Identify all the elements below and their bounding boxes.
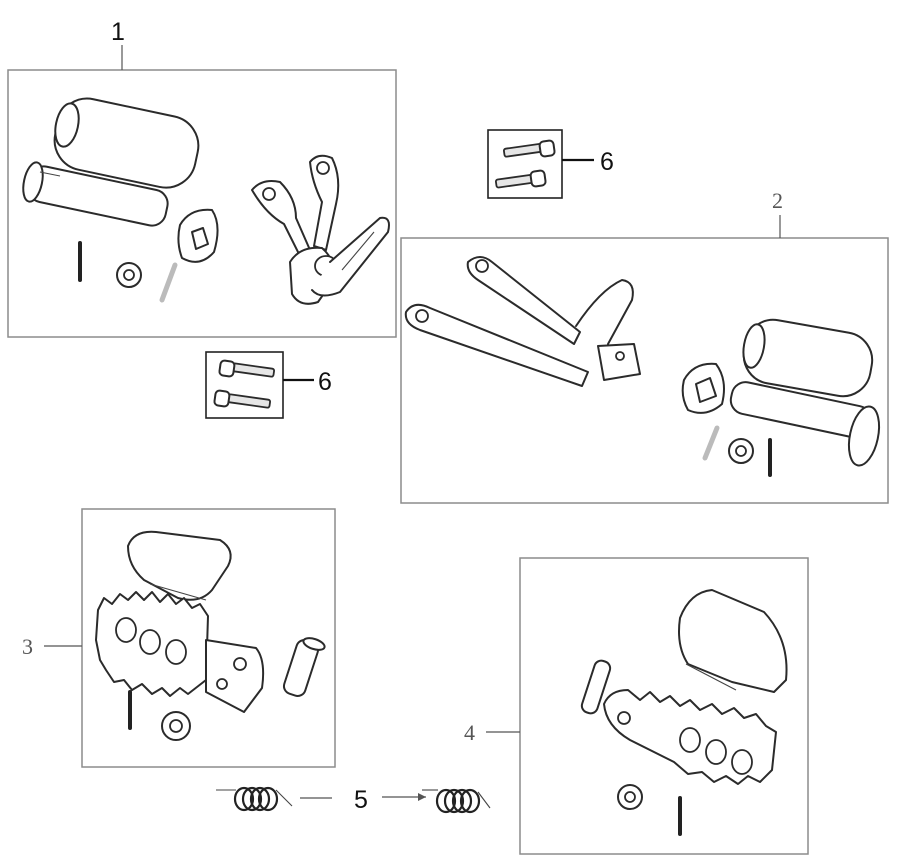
bolt-icon xyxy=(218,359,275,378)
bushing-icon xyxy=(681,362,725,414)
assembly-2-frame xyxy=(400,237,889,504)
callout-3: 3 xyxy=(22,634,33,659)
washer-icon xyxy=(116,262,142,288)
footpeg-icon xyxy=(95,591,265,713)
rubber-pad-icon xyxy=(127,530,232,601)
pivot-pin-icon xyxy=(580,659,612,715)
torsion-spring-icon xyxy=(216,786,293,812)
assembly-4 xyxy=(486,557,809,855)
assembly-1-frame xyxy=(7,69,397,338)
assembly-4-frame xyxy=(519,557,809,855)
bolt-icon xyxy=(494,169,547,189)
assembly-2 xyxy=(400,215,889,504)
washer-icon xyxy=(728,438,754,464)
callout-2: 2 xyxy=(772,188,783,213)
washer-icon xyxy=(617,784,643,810)
callout-1: 1 xyxy=(111,18,125,46)
assembly-6-upper-frame xyxy=(487,129,563,199)
assembly-3 xyxy=(44,508,336,768)
torsion-spring-icon xyxy=(422,788,491,814)
pivot-pin-icon xyxy=(282,637,326,697)
bushing-icon xyxy=(177,208,219,263)
assembly-6-lower-frame xyxy=(205,351,284,419)
assembly-5 xyxy=(216,786,491,814)
grip-rubber-icon xyxy=(742,318,874,398)
washer-icon xyxy=(161,711,191,741)
callout-5-arrowhead xyxy=(418,793,426,801)
bolt-icon xyxy=(213,389,271,409)
callout-5: 5 xyxy=(354,786,368,814)
callout-4: 4 xyxy=(464,720,475,745)
assembly-1 xyxy=(7,45,397,338)
assembly-6-upper xyxy=(487,129,594,199)
bolt-icon xyxy=(503,139,556,158)
footrest-bracket-icon xyxy=(251,154,390,305)
footrest-bracket-icon xyxy=(404,256,641,387)
pivot-pin-small-icon xyxy=(702,425,720,461)
pivot-pin-icon xyxy=(22,161,169,227)
callout-6-upper: 6 xyxy=(600,148,614,176)
callout-6-lower: 6 xyxy=(318,368,332,396)
footpeg-icon xyxy=(603,689,777,785)
assembly-3-frame xyxy=(81,508,336,768)
pivot-pin-small-icon xyxy=(159,262,178,303)
assembly-6-lower xyxy=(205,351,314,419)
grip-rubber-icon xyxy=(53,97,200,189)
rubber-pad-icon xyxy=(678,589,788,693)
pivot-pin-icon xyxy=(729,381,881,467)
